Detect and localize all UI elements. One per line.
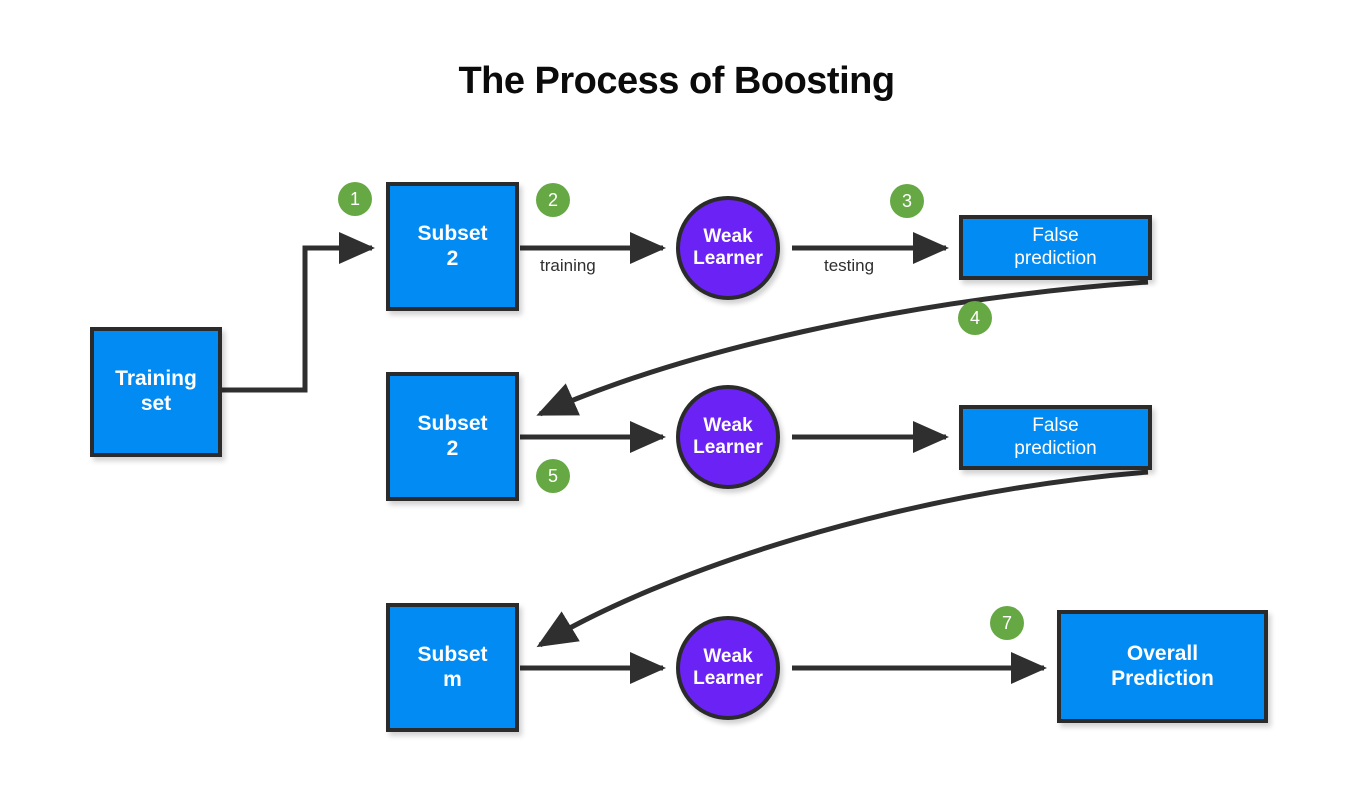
node-training-set-line1: Training	[115, 367, 197, 391]
step-badge-1: 1	[338, 182, 372, 216]
node-false-prediction-row1[interactable]: False prediction	[959, 215, 1152, 280]
node-false-prediction-row1-line1: False	[1032, 225, 1079, 247]
node-subset-row2[interactable]: Subset 2	[386, 372, 519, 501]
node-weak-learner-row2-line2: Learner	[693, 437, 763, 458]
node-false-prediction-row1-line2: prediction	[1014, 247, 1097, 269]
node-training-set-line2: set	[140, 392, 172, 415]
node-weak-learner-row2[interactable]: Weak Learner	[676, 385, 780, 489]
node-weak-learner-row1-line1: Weak	[703, 225, 753, 247]
node-subset-row1-label: Subset 2	[417, 222, 487, 272]
node-overall-prediction-label: Overall Prediction	[1111, 642, 1214, 692]
node-weak-learner-row3-label: Weak Learner	[693, 646, 763, 691]
node-false-prediction-row2[interactable]: False prediction	[959, 405, 1152, 470]
node-weak-learner-row1[interactable]: Weak Learner	[676, 196, 780, 300]
edge-label-training: training	[540, 256, 596, 275]
node-subset-row2-label: Subset 2	[417, 412, 487, 462]
page-title: The Process of Boosting	[458, 60, 895, 102]
step-badge-5: 5	[536, 459, 570, 493]
node-weak-learner-row3-line1: Weak	[703, 645, 753, 667]
connector-falsepred1-to-subset2	[536, 279, 1149, 417]
edge-label-testing: testing	[824, 256, 875, 275]
node-subset-row1[interactable]: Subset 2	[386, 182, 519, 311]
node-weak-learner-row3[interactable]: Weak Learner	[676, 616, 780, 720]
node-subset-row3[interactable]: Subset m	[386, 603, 519, 732]
step-badge-2: 2	[536, 183, 570, 217]
node-false-prediction-row2-line2: prediction	[1014, 437, 1097, 459]
node-false-prediction-row2-line1: False	[1032, 415, 1079, 437]
node-training-set[interactable]: Training set	[90, 327, 222, 457]
node-false-prediction-row1-label: False prediction	[1014, 225, 1096, 270]
node-weak-learner-row1-label: Weak Learner	[693, 226, 763, 271]
node-subset-row1-line2: 2	[446, 246, 459, 270]
node-weak-learner-row3-line2: Learner	[693, 668, 763, 689]
connector-trainingset-to-subset1	[222, 231, 376, 393]
step-badge-7: 7	[990, 606, 1024, 640]
node-subset-row3-label: Subset m	[417, 643, 487, 693]
node-false-prediction-row2-label: False prediction	[1014, 415, 1096, 460]
node-subset-row2-line1: Subset	[417, 411, 488, 435]
node-overall-prediction-line2: Prediction	[1111, 666, 1214, 690]
node-subset-row3-line1: Subset	[417, 642, 488, 666]
node-training-set-label: Training set	[115, 367, 197, 417]
node-overall-prediction-line1: Overall	[1126, 641, 1199, 665]
node-weak-learner-row2-line1: Weak	[703, 414, 753, 436]
node-subset-row1-line1: Subset	[417, 221, 488, 245]
node-subset-row2-line2: 2	[446, 436, 459, 460]
node-overall-prediction[interactable]: Overall Prediction	[1057, 610, 1268, 723]
node-weak-learner-row1-line2: Learner	[693, 248, 763, 269]
node-weak-learner-row2-label: Weak Learner	[693, 415, 763, 460]
node-subset-row3-line2: m	[443, 667, 462, 691]
step-badge-4: 4	[958, 301, 992, 335]
step-badge-3: 3	[890, 184, 924, 218]
